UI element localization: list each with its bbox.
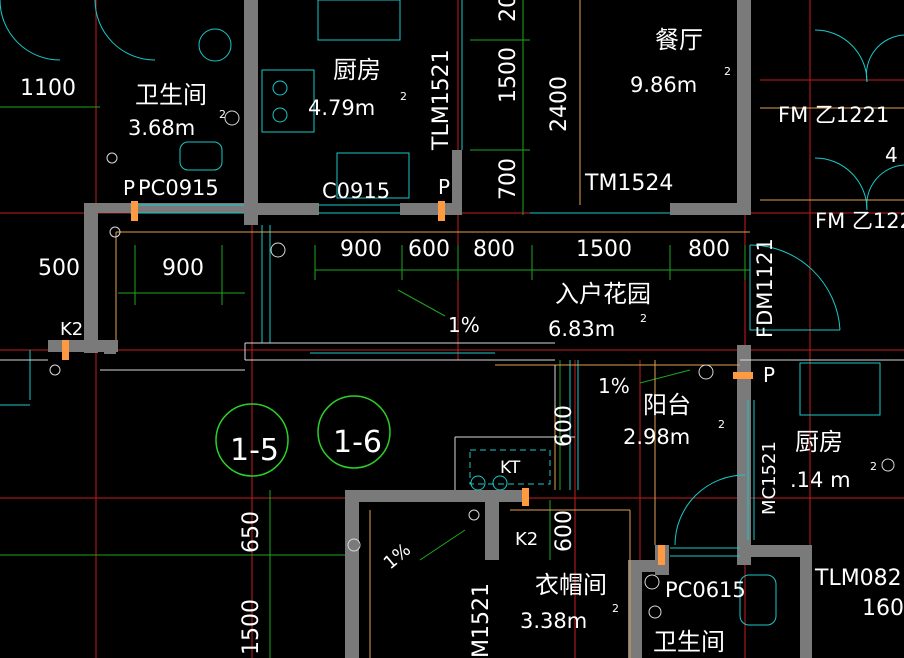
opening-m1521: M1521	[469, 583, 494, 658]
dim-900-b: 900	[162, 256, 204, 281]
dim-1600: 1600	[862, 596, 904, 621]
dim-1100: 1100	[20, 76, 76, 101]
dim-20-v: 20	[496, 0, 521, 22]
room-kitchen-1-exp: 2	[400, 90, 407, 103]
room-garden-name: 入户花园	[555, 280, 651, 308]
dim-500: 500	[38, 256, 80, 281]
room-bathroom-1-exp: 2	[219, 108, 226, 121]
room-garden-area: 6.83m	[548, 317, 615, 341]
marker-labels: P P P K2 K2 KT 1% 1% 1% 1-5 1-6 4	[60, 143, 898, 574]
opening-tlm1521: TLM1521	[429, 49, 454, 151]
room-balcony-area: 2.98m	[623, 425, 690, 449]
room-kitchen-1-area: 4.79m	[308, 96, 375, 120]
opening-pc0615: PC0615	[665, 578, 746, 602]
marker-p-1: P	[438, 175, 450, 199]
room-labels: 卫生间 3.68m 2 厨房 4.79m 2 餐厅 9.86m 2 入户花园 6…	[128, 26, 877, 656]
dim-1500-v2: 1500	[239, 599, 264, 655]
dim-600-v2: 600	[552, 405, 577, 447]
slope-1: 1%	[448, 313, 480, 337]
opening-c0915: C0915	[322, 179, 390, 203]
marker-k2-2: K2	[515, 529, 538, 550]
room-dining-exp: 2	[724, 65, 731, 78]
slope-2: 1%	[598, 374, 630, 398]
room-bathroom-1-area: 3.68m	[128, 116, 195, 140]
walls	[48, 0, 812, 658]
dim-800-a: 800	[473, 237, 515, 262]
slope-3: 1%	[380, 539, 415, 573]
dim-650-v: 650	[239, 511, 264, 553]
dim-700-v: 700	[496, 158, 521, 200]
dim-1500-v: 1500	[496, 47, 521, 103]
marker-kt: KT	[500, 458, 521, 478]
dim-1500-a: 1500	[576, 237, 632, 262]
opening-tm1524: TM1524	[584, 171, 673, 196]
dim-900-a: 900	[340, 237, 382, 262]
marker-k2-1: K2	[60, 319, 83, 340]
room-kitchen-2-exp: 2	[870, 460, 877, 473]
room-kitchen-1-name: 厨房	[333, 56, 381, 84]
grid-bubble-1-5: 1-5	[230, 433, 279, 468]
room-dining-area: 9.86m	[630, 73, 697, 97]
dim-600-a: 600	[408, 237, 450, 262]
opening-pc0915: PC0915	[138, 176, 219, 200]
opening-tlm082: TLM082	[814, 566, 902, 591]
opening-labels: TLM1521 TM1524 FM 乙1221 FM 乙122 FDM1121 …	[138, 49, 904, 658]
room-cloakroom-exp: 2	[612, 602, 619, 615]
room-bathroom-1-name: 卫生间	[135, 81, 207, 109]
marker-p-2: P	[763, 363, 775, 387]
dimension-labels: 1100 900 600 800 1500 800 500 900 1500 2…	[20, 0, 904, 655]
misc-4: 4	[885, 143, 898, 167]
room-dining-name: 餐厅	[655, 26, 703, 54]
grid-bubble-1-6: 1-6	[333, 425, 382, 460]
marker-p-3: P	[123, 176, 135, 200]
grid-bubbles	[215, 395, 391, 477]
opening-fdm1121: FDM1121	[753, 238, 777, 338]
floor-drains	[49, 110, 895, 619]
room-kitchen-2-name: 厨房	[795, 428, 843, 456]
dim-800-b: 800	[688, 237, 730, 262]
opening-mc1521: MC1521	[759, 441, 780, 515]
room-cloakroom-area: 3.38m	[520, 609, 587, 633]
window-markers	[62, 201, 753, 565]
room-balcony-name: 阳台	[643, 391, 691, 419]
dim-2400-v: 2400	[547, 76, 572, 132]
opening-fm-122: FM 乙122	[815, 209, 904, 233]
room-garden-exp: 2	[640, 312, 647, 325]
room-kitchen-2-area: .14 m	[790, 468, 851, 492]
room-bathroom-2-name: 卫生间	[653, 628, 725, 656]
room-balcony-exp: 2	[718, 418, 725, 431]
room-cloakroom-name: 衣帽间	[535, 571, 607, 599]
opening-fm-1221: FM 乙1221	[778, 103, 889, 127]
dim-600-v: 600	[552, 510, 577, 552]
